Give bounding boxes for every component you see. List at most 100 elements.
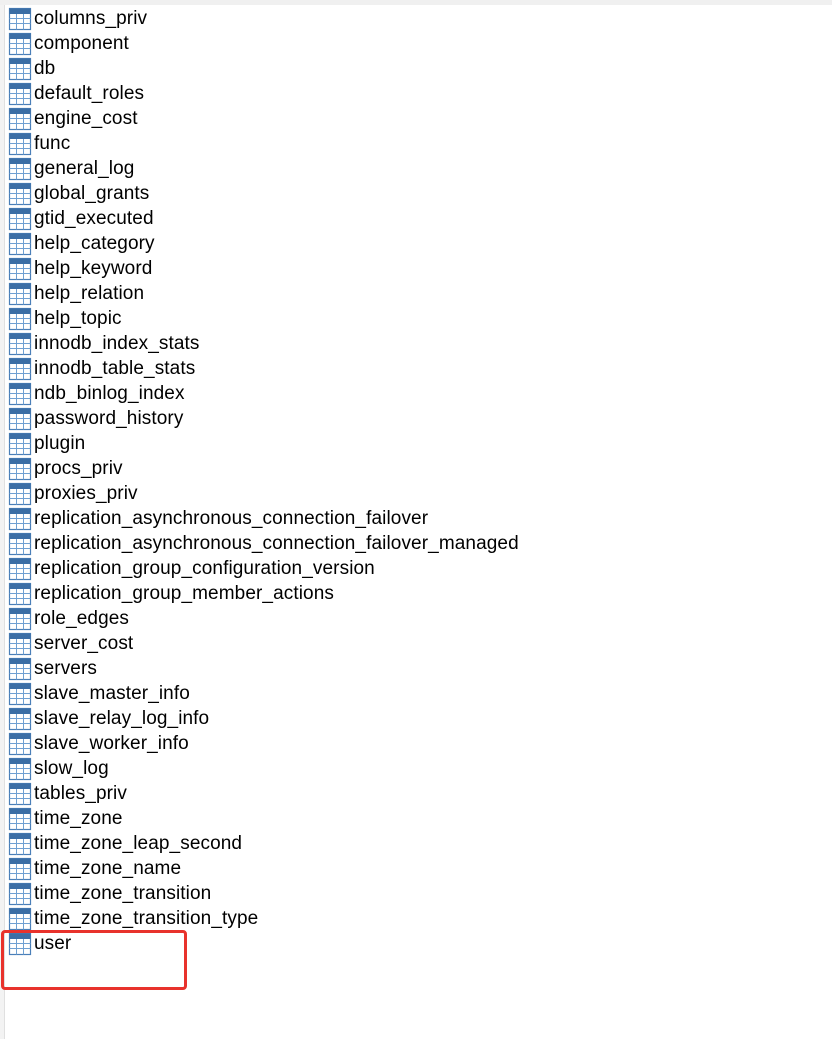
table-icon <box>8 482 32 506</box>
table-icon <box>8 82 32 106</box>
table-icon <box>8 657 32 681</box>
table-icon <box>8 457 32 481</box>
table-name-label: global_grants <box>34 183 150 204</box>
table-name-label: servers <box>34 658 97 679</box>
table-list-item-time-zone-leap-second[interactable]: time_zone_leap_second <box>8 831 519 856</box>
table-list-item-global-grants[interactable]: global_grants <box>8 181 519 206</box>
table-icon <box>8 807 32 831</box>
table-list-item-user[interactable]: user <box>8 931 519 956</box>
table-name-label: time_zone_transition <box>34 883 212 904</box>
table-list-item-component[interactable]: component <box>8 31 519 56</box>
table-name-label: help_topic <box>34 308 122 329</box>
table-icon <box>8 907 32 931</box>
table-list: columns_priv component db <box>8 6 519 956</box>
table-icon <box>8 682 32 706</box>
table-name-label: help_category <box>34 233 155 254</box>
table-icon <box>8 232 32 256</box>
table-list-item-plugin[interactable]: plugin <box>8 431 519 456</box>
pane-left-edge <box>0 5 5 1039</box>
table-name-label: innodb_index_stats <box>34 333 200 354</box>
table-list-item-columns-priv[interactable]: columns_priv <box>8 6 519 31</box>
table-icon <box>8 757 32 781</box>
table-name-label: role_edges <box>34 608 130 629</box>
table-list-item-innodb-index-stats[interactable]: innodb_index_stats <box>8 331 519 356</box>
table-icon <box>8 507 32 531</box>
table-list-item-replication-group-member-actions[interactable]: replication_group_member_actions <box>8 581 519 606</box>
table-list-item-innodb-table-stats[interactable]: innodb_table_stats <box>8 356 519 381</box>
table-list-item-func[interactable]: func <box>8 131 519 156</box>
table-list-item-time-zone[interactable]: time_zone <box>8 806 519 831</box>
table-list-item-time-zone-transition[interactable]: time_zone_transition <box>8 881 519 906</box>
table-name-label: default_roles <box>34 83 145 104</box>
table-icon <box>8 882 32 906</box>
table-name-label: general_log <box>34 158 135 179</box>
table-icon <box>8 307 32 331</box>
table-icon <box>8 332 32 356</box>
table-list-item-slave-worker-info[interactable]: slave_worker_info <box>8 731 519 756</box>
table-name-label: password_history <box>34 408 184 429</box>
table-list-item-help-topic[interactable]: help_topic <box>8 306 519 331</box>
table-list-item-slow-log[interactable]: slow_log <box>8 756 519 781</box>
table-name-label: time_zone_transition_type <box>34 908 259 929</box>
table-name-label: time_zone <box>34 808 123 829</box>
table-name-label: columns_priv <box>34 8 148 29</box>
table-list-item-help-category[interactable]: help_category <box>8 231 519 256</box>
table-name-label: replication_group_member_actions <box>34 583 334 604</box>
table-name-label: slave_master_info <box>34 683 190 704</box>
table-list-item-server-cost[interactable]: server_cost <box>8 631 519 656</box>
table-name-label: engine_cost <box>34 108 138 129</box>
table-name-label: time_zone_name <box>34 858 182 879</box>
table-name-label: user <box>34 933 72 954</box>
table-list-item-ndb-binlog-index[interactable]: ndb_binlog_index <box>8 381 519 406</box>
table-list-item-help-relation[interactable]: help_relation <box>8 281 519 306</box>
table-name-label: tables_priv <box>34 783 127 804</box>
table-icon <box>8 407 32 431</box>
table-name-label: innodb_table_stats <box>34 358 196 379</box>
table-icon <box>8 132 32 156</box>
table-list-item-db[interactable]: db <box>8 56 519 81</box>
table-name-label: replication_asynchronous_connection_fail… <box>34 508 429 529</box>
table-name-label: component <box>34 33 129 54</box>
table-list-item-help-keyword[interactable]: help_keyword <box>8 256 519 281</box>
table-name-label: time_zone_leap_second <box>34 833 243 854</box>
table-icon <box>8 107 32 131</box>
table-list-item-role-edges[interactable]: role_edges <box>8 606 519 631</box>
table-icon <box>8 157 32 181</box>
table-name-label: help_relation <box>34 283 145 304</box>
table-icon <box>8 532 32 556</box>
table-name-label: plugin <box>34 433 86 454</box>
table-icon <box>8 257 32 281</box>
table-list-item-time-zone-name[interactable]: time_zone_name <box>8 856 519 881</box>
table-name-label: func <box>34 133 71 154</box>
table-icon <box>8 432 32 456</box>
table-icon <box>8 857 32 881</box>
table-icon <box>8 632 32 656</box>
table-icon <box>8 282 32 306</box>
table-name-label: replication_group_configuration_version <box>34 558 375 579</box>
table-list-item-password-history[interactable]: password_history <box>8 406 519 431</box>
table-list-item-replication-asynchronous-connection-failover-managed[interactable]: replication_asynchronous_connection_fail… <box>8 531 519 556</box>
table-list-item-gtid-executed[interactable]: gtid_executed <box>8 206 519 231</box>
table-name-label: proxies_priv <box>34 483 138 504</box>
table-list-item-general-log[interactable]: general_log <box>8 156 519 181</box>
table-list-item-default-roles[interactable]: default_roles <box>8 81 519 106</box>
table-list-item-replication-asynchronous-connection-failover[interactable]: replication_asynchronous_connection_fail… <box>8 506 519 531</box>
table-icon <box>8 932 32 956</box>
table-icon <box>8 182 32 206</box>
table-list-item-servers[interactable]: servers <box>8 656 519 681</box>
table-icon <box>8 607 32 631</box>
table-list-item-tables-priv[interactable]: tables_priv <box>8 781 519 806</box>
table-list-item-replication-group-configuration-version[interactable]: replication_group_configuration_version <box>8 556 519 581</box>
table-icon <box>8 707 32 731</box>
table-list-item-slave-master-info[interactable]: slave_master_info <box>8 681 519 706</box>
table-icon <box>8 207 32 231</box>
table-name-label: slow_log <box>34 758 109 779</box>
table-list-item-procs-priv[interactable]: procs_priv <box>8 456 519 481</box>
table-list-item-engine-cost[interactable]: engine_cost <box>8 106 519 131</box>
table-list-item-time-zone-transition-type[interactable]: time_zone_transition_type <box>8 906 519 931</box>
table-name-label: gtid_executed <box>34 208 154 229</box>
table-icon <box>8 832 32 856</box>
table-list-item-slave-relay-log-info[interactable]: slave_relay_log_info <box>8 706 519 731</box>
table-icon <box>8 732 32 756</box>
table-list-item-proxies-priv[interactable]: proxies_priv <box>8 481 519 506</box>
